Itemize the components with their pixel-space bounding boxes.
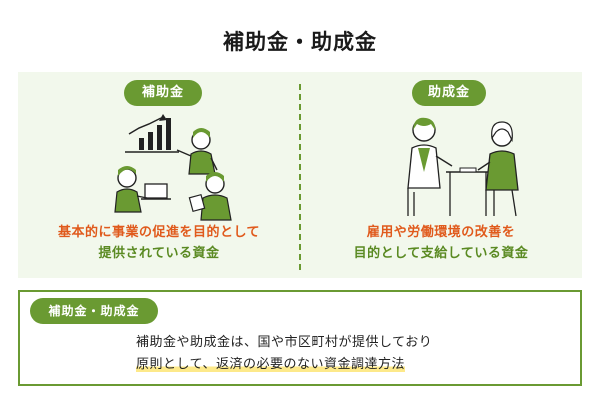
growth-chart-icon: [125, 114, 179, 153]
laptop-icon: [141, 183, 171, 200]
grant-desc-line2: 目的として支給している資金: [353, 246, 529, 261]
page-title: 補助金・助成金: [223, 30, 377, 54]
interview-illustration: [407, 117, 519, 217]
definition-text: 補助金や助成金は、国や市区町村が提供しており 原則として、返済の必要のない資金調…: [136, 332, 556, 376]
grant-label: 助成金: [412, 80, 486, 106]
subsidy-desc-line2: 提供されている資金: [98, 246, 220, 261]
man-figure: [407, 117, 453, 216]
seated-person-left: [114, 166, 148, 213]
definition-box: 補助金・助成金 補助金や助成金は、国や市区町村が提供しており 原則として、返済の…: [18, 290, 582, 386]
comparison-panel: 補助金: [18, 72, 582, 278]
dashed-divider: [299, 84, 301, 270]
grant-desc-line1: 雇用や労働環境の改善を: [366, 225, 516, 240]
grant-column: 助成金: [300, 72, 582, 278]
definition-label: 補助金・助成金: [30, 298, 158, 324]
grant-description: 雇用や労働環境の改善を 目的として支給している資金: [300, 222, 582, 264]
business-meeting-illustration: [114, 114, 232, 221]
table-icon: [446, 167, 490, 216]
definition-line1: 補助金や助成金は、国や市区町村が提供しており: [136, 335, 433, 350]
seated-person-right: [188, 172, 232, 221]
woman-figure: [477, 121, 519, 217]
subsidy-label: 補助金: [124, 80, 202, 106]
subsidy-column: 補助金: [18, 72, 300, 278]
subsidy-description: 基本的に事業の促進を目的として 提供されている資金: [18, 222, 300, 264]
subsidy-desc-line1: 基本的に事業の促進を目的として: [57, 225, 261, 240]
presenter-figure: [176, 128, 218, 175]
definition-line2: 原則として、返済の必要のない資金調達方法: [136, 357, 405, 372]
